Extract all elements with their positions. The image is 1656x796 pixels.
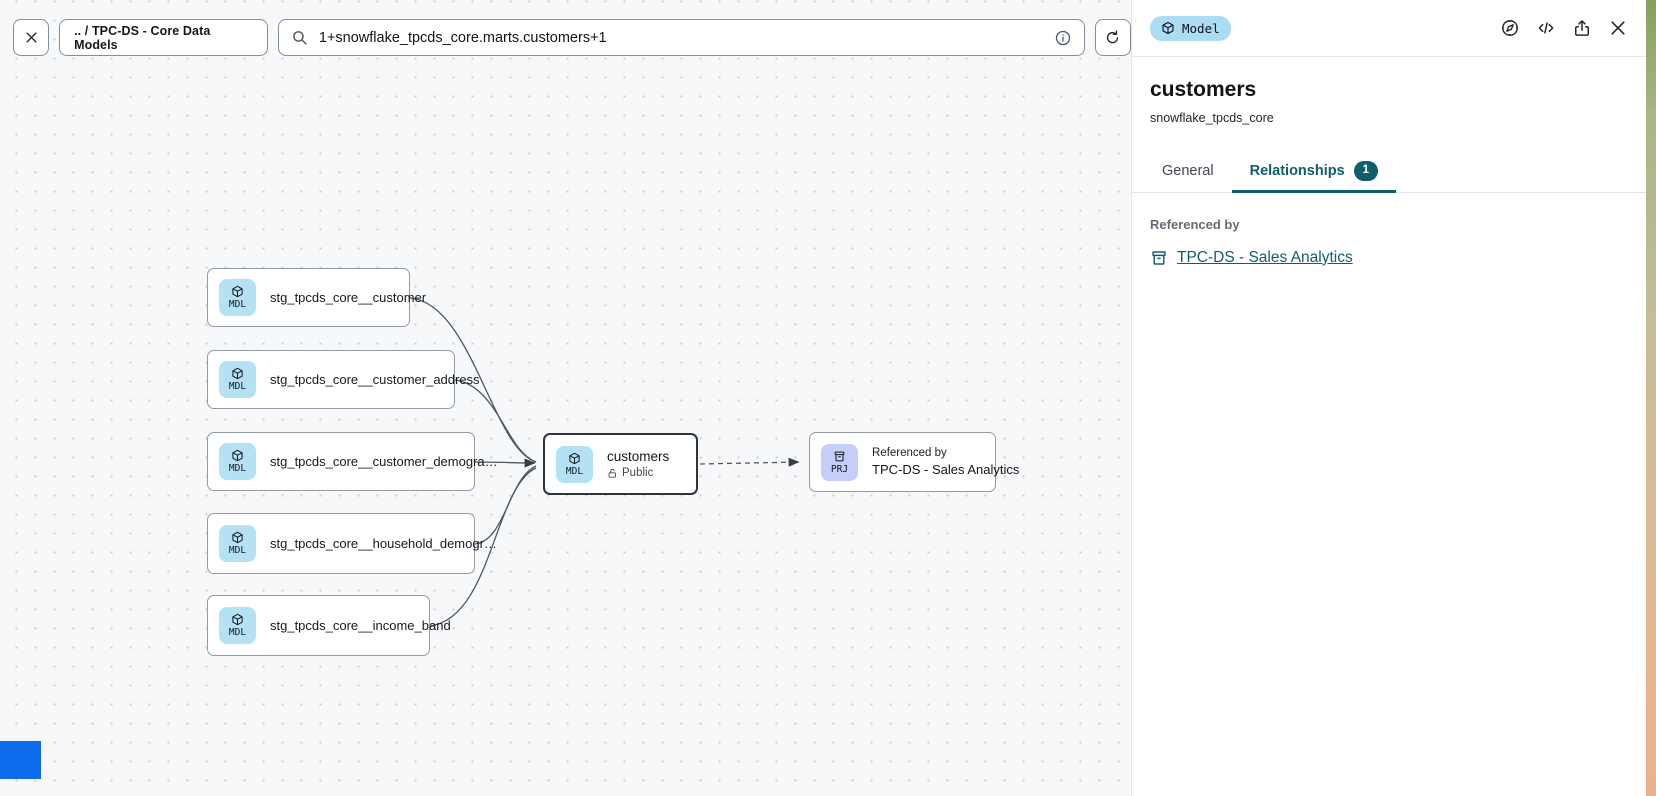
node-label: stg_tpcds_core__income_band xyxy=(270,618,451,633)
node-stg-tpcds-core-household-demographics[interactable]: MDL stg_tpcds_core__household_demogr… xyxy=(207,513,497,574)
cube-icon xyxy=(232,532,243,544)
node-customers-selected[interactable]: MDL customers Public xyxy=(543,433,698,495)
node-stg-tpcds-core-customer-address[interactable]: MDL stg_tpcds_core__customer_address xyxy=(207,350,480,409)
archive-box-icon xyxy=(1152,250,1166,265)
search-input[interactable] xyxy=(316,28,1045,47)
cube-icon xyxy=(569,452,580,464)
close-panel-icon[interactable] xyxy=(1608,18,1628,38)
model-resource-badge: MDL xyxy=(219,279,256,316)
edge-household-demographics xyxy=(474,465,537,545)
node-label: customers xyxy=(607,449,670,464)
lineage-canvas[interactable]: .. / TPC-DS - Core Data Models MDL stg_t… xyxy=(0,0,1131,796)
project-resource-badge: PRJ xyxy=(821,443,858,481)
cube-icon xyxy=(232,614,243,626)
panel-header: Model xyxy=(1132,0,1646,57)
cube-icon xyxy=(232,368,243,380)
node-label: stg_tpcds_core__customer_demogra… xyxy=(270,454,498,469)
panel-tabs: General Relationships 1 xyxy=(1132,150,1646,193)
badge-label: MDL xyxy=(228,463,247,475)
panel-title-block: customers snowflake_tpcds_core xyxy=(1132,57,1646,125)
relationships-count-badge: 1 xyxy=(1353,161,1379,181)
tab-relationships-label: Relationships xyxy=(1249,162,1345,179)
lineage-edges xyxy=(409,297,800,627)
node-label: stg_tpcds_core__customer xyxy=(270,290,427,305)
refresh-button[interactable] xyxy=(1094,19,1131,56)
access-label: Public xyxy=(622,467,654,479)
cube-icon xyxy=(1162,21,1174,35)
tab-general-label: General xyxy=(1162,162,1214,179)
blue-corner-marker xyxy=(0,741,41,779)
search-icon xyxy=(293,31,307,45)
close-graph-button[interactable] xyxy=(13,19,50,56)
node-label: TPC-DS - Sales Analytics xyxy=(872,462,1020,477)
close-icon xyxy=(25,32,37,43)
lock-open-icon xyxy=(608,468,616,478)
node-tpcds-sales-analytics-project[interactable]: PRJ Referenced by TPC-DS - Sales Analyti… xyxy=(809,432,1019,492)
referenced-by-label: Referenced by xyxy=(1150,216,1240,232)
graph-toolbar: .. / TPC-DS - Core Data Models xyxy=(13,19,1131,56)
badge-label: MDL xyxy=(565,465,584,477)
badge-label: PRJ xyxy=(830,463,849,475)
desktop-background-strip xyxy=(1646,0,1656,796)
cube-icon xyxy=(232,286,243,298)
model-resource-badge: MDL xyxy=(219,607,256,644)
breadcrumb[interactable]: .. / TPC-DS - Core Data Models xyxy=(59,19,268,56)
badge-label: MDL xyxy=(228,381,247,393)
node-caption: Referenced by xyxy=(872,447,947,459)
lineage-selector[interactable] xyxy=(277,19,1085,56)
node-stg-tpcds-core-customer[interactable]: MDL stg_tpcds_core__customer xyxy=(207,268,426,327)
model-resource-badge: MDL xyxy=(219,361,256,398)
details-panel: Model customers snowflake_tpcds_core Gen… xyxy=(1131,0,1646,796)
project-subtitle: snowflake_tpcds_core xyxy=(1150,111,1274,125)
referenced-project-link[interactable]: TPC-DS - Sales Analytics xyxy=(1177,248,1353,266)
node-stg-tpcds-core-income-band[interactable]: MDL stg_tpcds_core__income_band xyxy=(207,595,451,656)
referenced-by-item: TPC-DS - Sales Analytics xyxy=(1150,249,1628,267)
page-title: customers xyxy=(1150,78,1257,101)
explore-compass-icon[interactable] xyxy=(1500,18,1520,38)
model-resource-badge: MDL xyxy=(219,525,256,562)
badge-label: MDL xyxy=(228,299,247,311)
node-label: stg_tpcds_core__customer_address xyxy=(270,372,480,387)
tab-relationships[interactable]: Relationships 1 xyxy=(1231,150,1397,193)
info-icon[interactable] xyxy=(1054,29,1072,47)
referenced-by-section: Referenced by TPC-DS - Sales Analytics xyxy=(1132,193,1646,291)
resource-type-label: Model xyxy=(1182,20,1220,36)
model-resource-badge: MDL xyxy=(556,445,593,483)
edge-referenced-by xyxy=(699,457,800,467)
badge-label: MDL xyxy=(228,627,247,639)
node-stg-tpcds-core-customer-demographics[interactable]: MDL stg_tpcds_core__customer_demogra… xyxy=(207,432,498,491)
cube-icon xyxy=(232,450,243,462)
refresh-icon xyxy=(1107,30,1119,44)
model-resource-badge: MDL xyxy=(219,443,256,480)
archive-box-icon xyxy=(834,451,845,462)
resource-type-badge: Model xyxy=(1150,15,1231,41)
share-icon[interactable] xyxy=(1572,18,1592,38)
badge-label: MDL xyxy=(228,545,247,557)
breadcrumb-label: .. / TPC-DS - Core Data Models xyxy=(74,23,211,52)
node-label: stg_tpcds_core__household_demogr… xyxy=(270,536,497,551)
code-icon[interactable] xyxy=(1536,18,1556,38)
tab-general[interactable]: General xyxy=(1144,150,1232,193)
panel-actions xyxy=(1500,18,1628,38)
